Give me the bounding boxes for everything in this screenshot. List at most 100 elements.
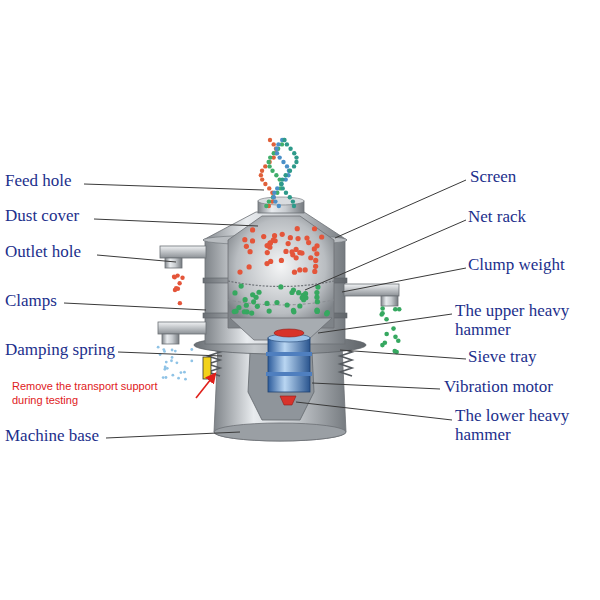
particle: [324, 311, 329, 316]
leader-line: [84, 184, 264, 190]
particle: [312, 226, 317, 231]
feed-inlet-rim: [258, 197, 304, 205]
particle: [396, 338, 401, 343]
lower-heavy-hammer: [280, 396, 296, 405]
particle: [312, 269, 317, 274]
particle: [282, 138, 286, 142]
particle: [232, 290, 237, 295]
particle: [163, 368, 166, 371]
particle: [274, 300, 279, 305]
vibration-motor: [268, 338, 310, 392]
particle: [380, 306, 385, 311]
particle: [297, 303, 302, 308]
particle: [247, 264, 252, 269]
cutaway-interior: [228, 216, 334, 328]
particle: [294, 160, 298, 164]
part-label: Dust cover: [5, 207, 135, 226]
particle: [236, 305, 241, 310]
particle: [392, 349, 397, 354]
particle: [285, 302, 290, 307]
particle: [271, 195, 275, 199]
particle: [288, 235, 293, 240]
particle: [319, 234, 324, 239]
particle: [391, 326, 396, 331]
particle: [256, 290, 261, 295]
particle: [271, 195, 275, 199]
part-label: The lower heavy hammer: [455, 407, 593, 444]
outlet-spout: [158, 322, 206, 334]
particle: [273, 199, 277, 203]
particle: [276, 142, 280, 146]
part-label: Clamps: [5, 292, 135, 311]
particle: [176, 361, 179, 364]
particle: [239, 283, 244, 288]
particle: [295, 226, 300, 231]
particle: [264, 301, 269, 306]
particle: [292, 204, 296, 208]
particle: [292, 151, 296, 155]
leader-line: [335, 180, 466, 238]
particle: [274, 147, 278, 151]
particle: [281, 160, 285, 164]
leader-line: [118, 352, 222, 356]
note-text: Remove the transport support during test…: [12, 380, 180, 408]
particle: [296, 290, 301, 295]
particle: [261, 234, 266, 239]
leader-line: [312, 383, 440, 389]
particle: [170, 359, 173, 362]
particle: [172, 274, 176, 278]
particle: [303, 267, 308, 272]
particle: [280, 177, 284, 181]
particle: [286, 241, 291, 246]
part-label: Machine base: [5, 427, 135, 446]
particle: [279, 182, 283, 186]
particle: [268, 138, 272, 142]
particle: [255, 304, 260, 309]
particle: [244, 303, 249, 308]
particle: [314, 243, 319, 248]
particle: [275, 151, 279, 155]
particle: [165, 361, 168, 364]
particle: [162, 348, 165, 351]
particle: [281, 186, 285, 190]
particle: [265, 250, 270, 255]
particle: [180, 276, 184, 280]
particle: [279, 258, 284, 263]
particle: [263, 164, 267, 168]
particle: [250, 238, 255, 243]
particle: [294, 155, 298, 159]
damping-spring: [340, 348, 352, 376]
particle: [315, 299, 320, 304]
particle: [172, 275, 176, 279]
particle: [285, 142, 289, 146]
particle: [166, 367, 169, 370]
particle: [306, 240, 311, 245]
particle: [265, 243, 270, 248]
particle: [271, 142, 275, 146]
particle: [292, 270, 297, 275]
lower-frame: [205, 316, 345, 344]
particle: [288, 147, 292, 151]
particle: [275, 186, 279, 190]
particle: [174, 350, 177, 353]
leader-line: [318, 314, 452, 333]
particle: [242, 309, 247, 314]
particle: [314, 308, 319, 313]
particle: [171, 349, 174, 352]
particle: [397, 307, 402, 312]
particle: [277, 204, 281, 208]
particle: [277, 155, 281, 159]
particle: [260, 177, 264, 181]
particle: [184, 378, 187, 381]
particle: [280, 232, 285, 237]
particle: [249, 311, 254, 316]
particle: [266, 160, 270, 164]
particle: [304, 236, 309, 241]
particle: [314, 290, 319, 295]
particle: [247, 249, 252, 254]
part-label: Screen: [470, 168, 595, 187]
part-label: Sieve tray: [468, 348, 593, 367]
outlet-spout: [160, 246, 206, 258]
leader-line: [340, 350, 466, 359]
